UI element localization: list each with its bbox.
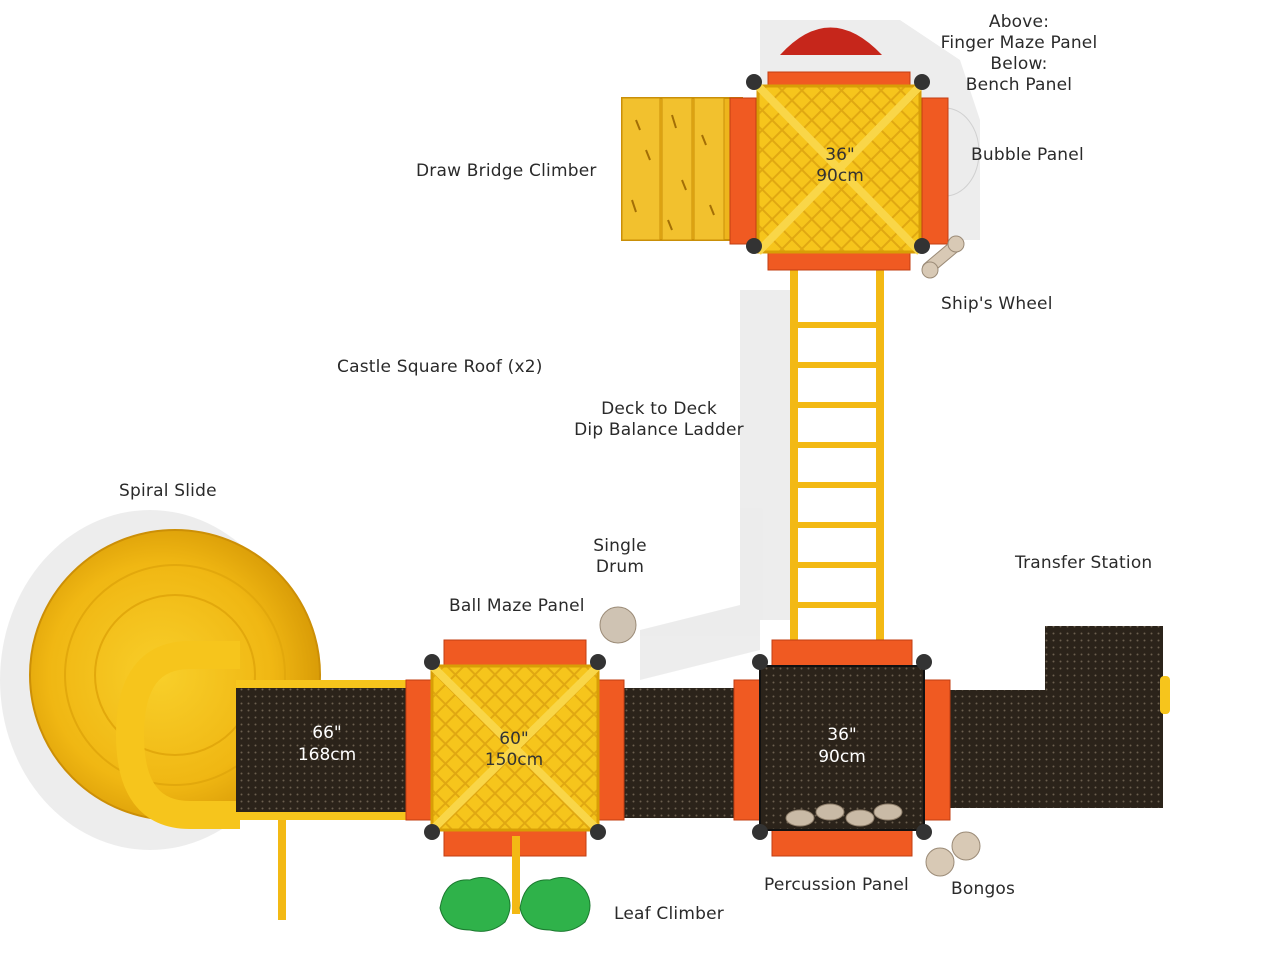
label-percussion-panel: Percussion Panel <box>764 875 909 895</box>
label-single: Single <box>593 536 647 556</box>
draw-bridge-climber <box>621 97 743 241</box>
right-deck-tower <box>733 639 981 877</box>
label-transfer-station: Transfer Station <box>1015 553 1153 573</box>
dimension-left-deck: 60" 150cm <box>485 729 543 770</box>
label-draw-bridge-climber: Draw Bridge Climber <box>416 161 597 181</box>
label-leaf-climber: Leaf Climber <box>614 904 724 924</box>
single-drum <box>599 606 637 644</box>
dim-right-deck-imperial: 36" <box>827 725 856 745</box>
label-above-finger-maze: Above: Finger Maze Panel Below: Bench Pa… <box>930 12 1108 96</box>
walkways <box>236 626 1170 820</box>
dim-top-deck-metric: 90cm <box>816 166 864 186</box>
label-single-drum: Single Drum <box>585 536 655 578</box>
dimension-slide-deck: 66" 168cm <box>298 723 356 765</box>
label-below: Below: <box>990 54 1048 74</box>
label-drum: Drum <box>595 557 645 577</box>
bongos <box>925 831 981 877</box>
ships-wheel <box>921 235 965 279</box>
left-deck-tower <box>405 606 637 857</box>
dim-left-deck-metric: 150cm <box>485 750 543 770</box>
dim-top-deck-imperial: 36" <box>825 145 854 165</box>
dim-left-deck-imperial: 60" <box>499 729 528 749</box>
label-bubble-panel: Bubble Panel <box>971 145 1084 165</box>
label-bongos: Bongos <box>951 879 1016 899</box>
dip-balance-ladder <box>790 270 884 640</box>
label-above: Above: <box>988 12 1050 32</box>
label-bench-panel: Bench Panel <box>965 75 1073 95</box>
dimension-right-deck: 36" 90cm <box>818 725 866 767</box>
label-deck-to-deck: Deck to Deck <box>601 399 717 419</box>
dim-slide-deck-imperial: 66" <box>312 723 341 743</box>
label-finger-maze-panel: Finger Maze Panel <box>940 33 1098 53</box>
dim-right-deck-metric: 90cm <box>818 747 866 767</box>
label-spiral-slide: Spiral Slide <box>119 481 217 501</box>
dimension-top-deck: 36" 90cm <box>816 145 864 186</box>
leaf-climber <box>439 836 591 932</box>
label-ball-maze-panel: Ball Maze Panel <box>449 596 585 616</box>
label-dip-balance-ladder: Deck to Deck Dip Balance Ladder <box>566 399 752 441</box>
label-castle-square-roof: Castle Square Roof (x2) <box>337 357 543 377</box>
label-dip-balance: Dip Balance Ladder <box>574 420 744 440</box>
label-ships-wheel: Ship's Wheel <box>941 294 1053 314</box>
top-deck-tower <box>729 27 980 279</box>
dim-slide-deck-metric: 168cm <box>298 745 356 765</box>
